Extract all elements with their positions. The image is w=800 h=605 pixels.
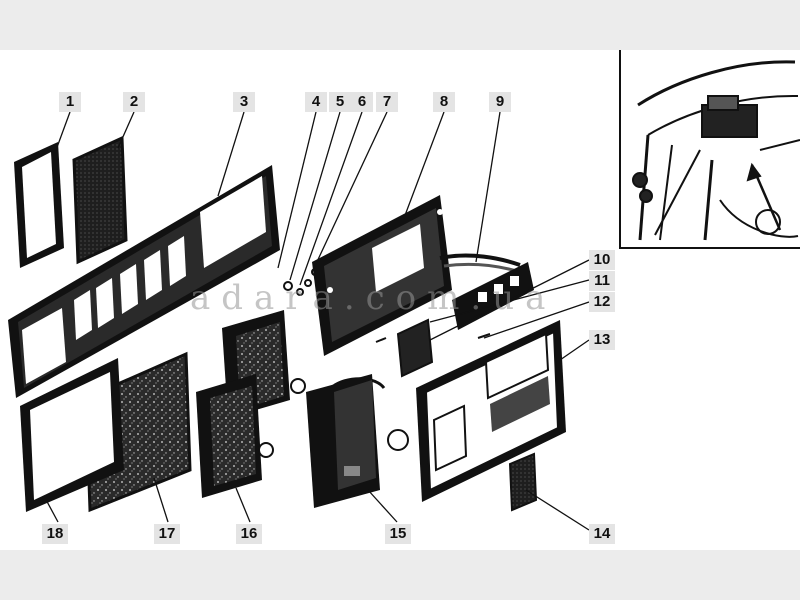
part-16-filter-housing <box>196 310 290 498</box>
part-2-mesh-filter <box>72 135 128 265</box>
part-3-long-panel <box>8 165 280 398</box>
callout-11: 11 <box>589 271 615 291</box>
callout-7: 7 <box>376 92 398 112</box>
callout-5: 5 <box>329 92 351 112</box>
leader-lines <box>43 111 590 531</box>
callout-3: 3 <box>233 92 255 112</box>
callout-13: 13 <box>589 330 615 350</box>
callout-6: 6 <box>351 92 373 112</box>
cab-inset-view <box>619 50 800 249</box>
part-15-housing <box>290 374 409 508</box>
part-14-plate <box>508 452 538 512</box>
part-8-mounting-plate <box>312 195 452 356</box>
callout-16: 16 <box>236 524 262 544</box>
part-10-small-block <box>396 318 434 378</box>
bottom-band <box>0 550 800 600</box>
callout-14: 14 <box>589 524 615 544</box>
part-13-control-panel <box>416 320 566 502</box>
part-9-switch-block <box>439 253 534 330</box>
callout-1: 1 <box>59 92 81 112</box>
part-1-gasket <box>14 142 64 268</box>
callout-15: 15 <box>385 524 411 544</box>
callout-8: 8 <box>433 92 455 112</box>
parts-11-12-screws <box>375 333 491 343</box>
callout-9: 9 <box>489 92 511 112</box>
top-band <box>0 0 800 50</box>
callout-17: 17 <box>154 524 180 544</box>
callout-10: 10 <box>589 250 615 270</box>
part-18-gasket-frame <box>20 358 124 512</box>
callout-18: 18 <box>42 524 68 544</box>
callout-4: 4 <box>305 92 327 112</box>
watermark-text: adara.com.ua <box>190 278 557 318</box>
callout-12: 12 <box>589 292 615 312</box>
callout-2: 2 <box>123 92 145 112</box>
